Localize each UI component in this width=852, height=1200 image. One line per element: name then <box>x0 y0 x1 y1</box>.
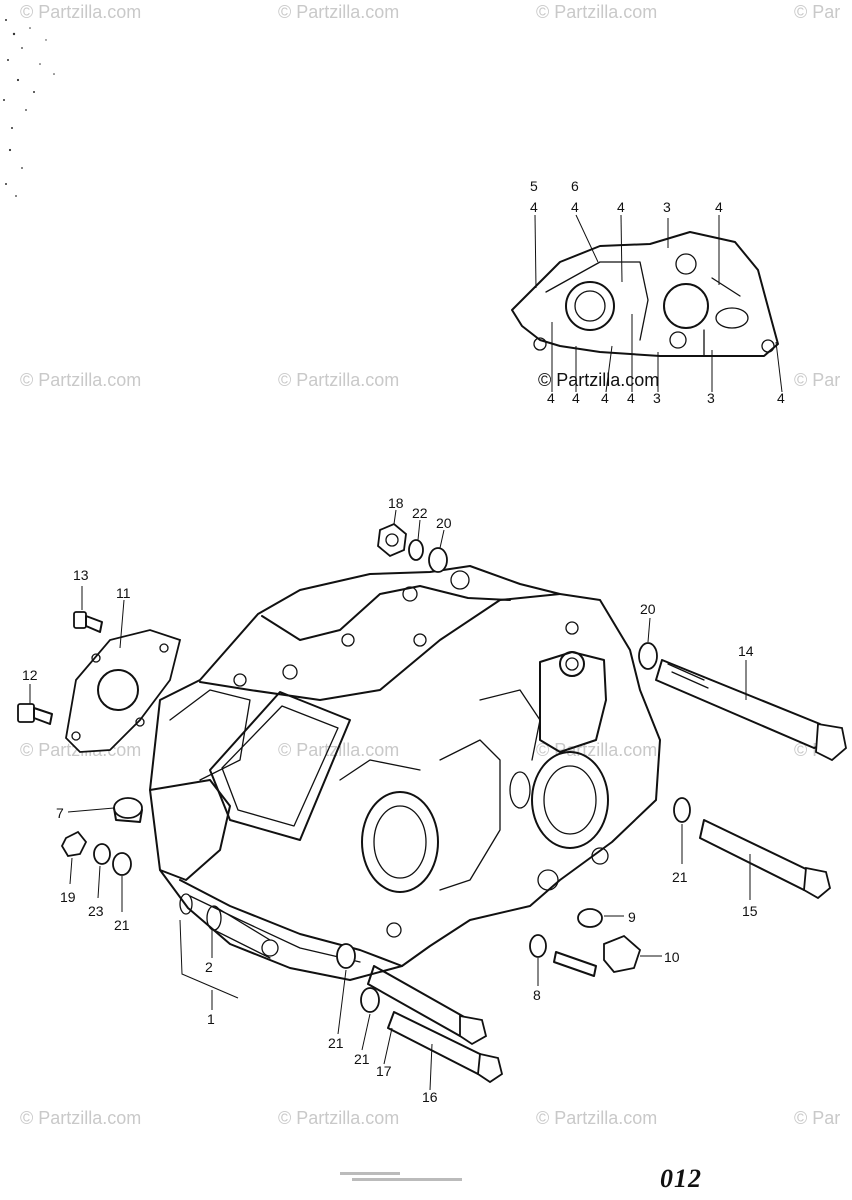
long-bolts-bottom <box>336 943 504 1091</box>
callout-label: 13 <box>73 567 89 583</box>
watermark: © Partzilla.com <box>536 740 658 760</box>
gasket-plate <box>65 599 182 753</box>
nut-washer-set-top <box>377 509 448 573</box>
main-callouts: 1 2 7 8 9 10 11 12 13 14 15 16 17 18 19 … <box>22 495 758 1105</box>
callout-label: 4 <box>627 390 635 406</box>
callout-label: 23 <box>88 903 104 919</box>
callout-label: 21 <box>114 917 130 933</box>
callout-label: 21 <box>672 869 688 885</box>
callout-label: 10 <box>664 949 680 965</box>
callout-label: 21 <box>328 1035 344 1051</box>
bolt-right-lower <box>673 797 832 900</box>
callout-label: 18 <box>388 495 404 511</box>
watermark: © Partzilla.com <box>536 2 658 22</box>
watermark: © Partzilla.com <box>20 370 142 390</box>
callout-label: 9 <box>628 909 636 925</box>
callout-label: 4 <box>530 199 538 215</box>
watermark: © Partzilla.com <box>278 740 400 760</box>
callout-label: 22 <box>412 505 428 521</box>
callout-label: 1 <box>207 1011 215 1027</box>
watermark: © Par <box>794 1108 841 1128</box>
nut-washer-set-left <box>60 830 132 912</box>
callout-label: 20 <box>436 515 452 531</box>
watermark: © Partzilla.com <box>20 2 142 22</box>
callout-label: 15 <box>742 903 758 919</box>
callout-label: 20 <box>640 601 656 617</box>
inset-callouts-top: 5 4 6 4 4 3 4 <box>530 178 723 215</box>
inset-callouts-bottom: 4 4 4 4 3 3 4 <box>547 390 785 406</box>
collar <box>67 797 143 823</box>
callout-label: 21 <box>354 1051 370 1067</box>
screw <box>73 586 103 633</box>
watermark: © Partzilla.com <box>278 370 400 390</box>
callout-label: 2 <box>205 959 213 975</box>
callout-label: 7 <box>56 805 64 821</box>
callout-label: 6 <box>571 178 579 194</box>
callout-label: 12 <box>22 667 38 683</box>
watermark: © Partzilla.com <box>278 1108 400 1128</box>
callout-label: 17 <box>376 1063 392 1079</box>
page-number: 012 <box>660 1164 702 1193</box>
callout-label: 3 <box>707 390 715 406</box>
long-bolt-right <box>638 617 847 762</box>
callout-label: 8 <box>533 987 541 1003</box>
callout-label: 4 <box>715 199 723 215</box>
callout-label: 3 <box>663 199 671 215</box>
inset-watermark: © Partzilla.com <box>538 370 660 390</box>
scan-speckle <box>3 19 55 197</box>
callout-label: 4 <box>777 390 785 406</box>
plug-washer-set <box>529 908 662 986</box>
callout-label: 3 <box>653 390 661 406</box>
watermark: © Par <box>794 2 841 22</box>
watermark: © Par <box>794 370 841 390</box>
case-half-leaders <box>179 919 239 1010</box>
crankcase-assembly <box>149 565 661 981</box>
callout-label: 11 <box>116 585 131 601</box>
watermark: © Partzilla.com <box>20 1108 142 1128</box>
callout-label: 19 <box>60 889 76 905</box>
callout-label: 5 <box>530 178 538 194</box>
watermark: © Partzilla.com <box>278 2 400 22</box>
callout-label: 4 <box>547 390 555 406</box>
watermark: © Partzilla.com <box>536 1108 658 1128</box>
callout-label: 4 <box>572 390 580 406</box>
footer-fineprint <box>340 1172 462 1181</box>
bolt <box>17 684 53 725</box>
callout-label: 16 <box>422 1089 438 1105</box>
callout-label: 4 <box>571 199 579 215</box>
callout-label: 14 <box>738 643 754 659</box>
callout-label: 4 <box>601 390 609 406</box>
inset-crankcase-view <box>511 214 783 393</box>
callout-label: 4 <box>617 199 625 215</box>
